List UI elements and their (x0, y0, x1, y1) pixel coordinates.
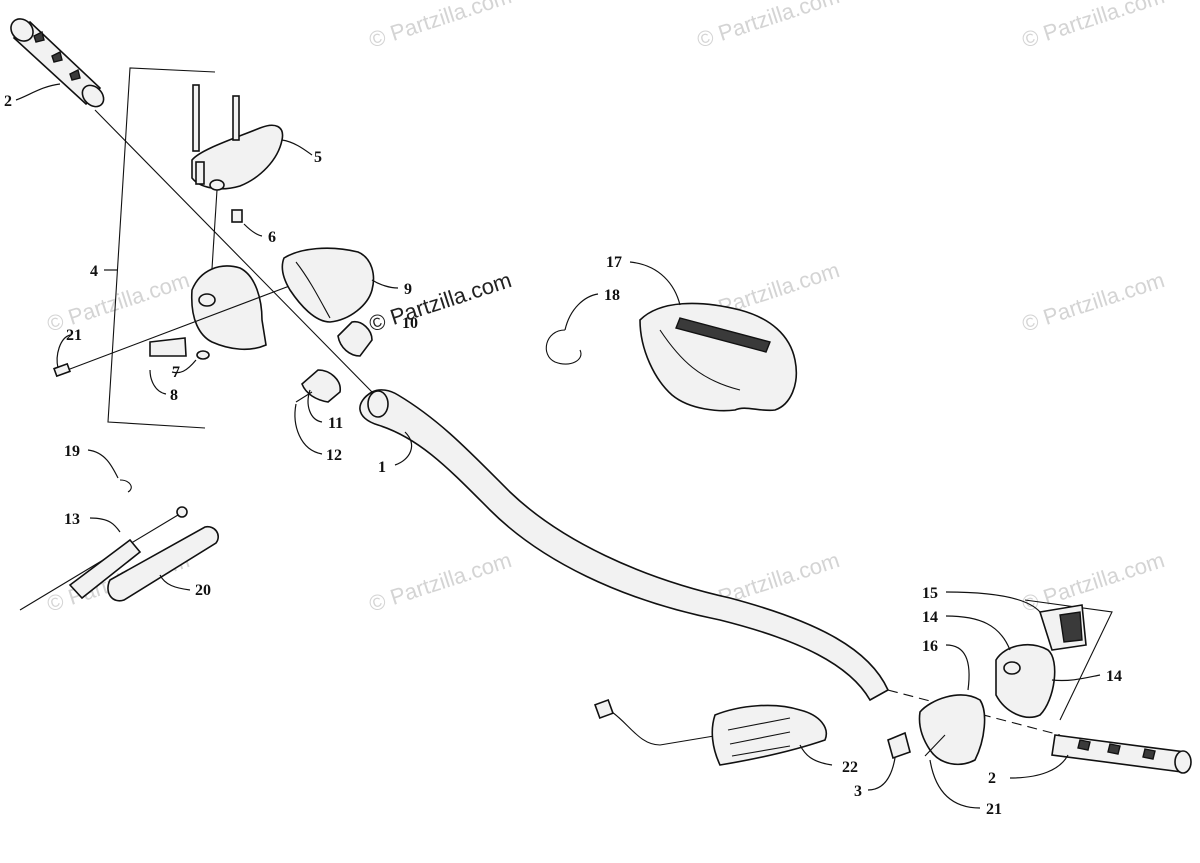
callout-12: 12 (326, 447, 342, 464)
heater-element (594, 699, 827, 766)
clip-part (231, 209, 243, 223)
callout-21: 21 (986, 801, 1002, 818)
callout-1: 1 (378, 459, 386, 476)
watermark-text: © Partzilla.com (694, 0, 843, 53)
cable-assembly (19, 479, 220, 611)
callout-labels: 2 5 6 4 9 10 21 7 8 11 12 1 19 13 20 17 … (4, 93, 1122, 818)
callout-21: 21 (66, 327, 82, 344)
screw-part (53, 281, 301, 378)
callout-20: 20 (195, 582, 211, 599)
callout-17: 17 (606, 254, 622, 271)
right-grip (1051, 734, 1192, 774)
switch-body (301, 369, 341, 403)
leader-lines (15, 83, 1101, 809)
switch-part (337, 320, 373, 357)
assembly-axis (94, 109, 373, 393)
callout-10: 10 (402, 315, 418, 332)
throttle-housing (149, 265, 267, 360)
callout-7: 7 (172, 364, 180, 381)
callout-9: 9 (404, 281, 412, 298)
callout-5: 5 (314, 149, 322, 166)
switch-pad-bracket (1024, 599, 1113, 721)
callout-8: 8 (170, 387, 178, 404)
assembly-bracket (107, 67, 216, 429)
control-housing (995, 644, 1056, 719)
throttle-lever (191, 84, 284, 191)
callout-14: 14 (922, 609, 938, 626)
watermark-text: © Partzilla.com (1019, 267, 1168, 337)
clamp-ring (545, 329, 582, 365)
cover-part (281, 247, 375, 323)
callout-11: 11 (328, 415, 343, 432)
callout-4: 4 (90, 263, 98, 280)
watermark-text: © Partzilla.com (1019, 547, 1168, 617)
watermark-center: © Partzilla.com (366, 267, 515, 337)
callout-6: 6 (268, 229, 276, 246)
callout-3: 3 (854, 783, 862, 800)
hand-guard (639, 302, 797, 412)
callout-19: 19 (64, 443, 80, 460)
callout-22: 22 (842, 759, 858, 776)
callout-15: 15 (922, 585, 938, 602)
callout-2: 2 (4, 93, 12, 110)
callout-2: 2 (988, 770, 996, 787)
callout-14: 14 (1106, 668, 1122, 685)
callout-16: 16 (922, 638, 938, 655)
watermark-text: © Partzilla.com (366, 0, 515, 53)
callout-18: 18 (604, 287, 620, 304)
watermark-text: © Partzilla.com (1019, 0, 1168, 53)
end-plug (887, 731, 911, 760)
callout-13: 13 (64, 511, 80, 528)
mounting-plate (918, 694, 986, 766)
left-grip (10, 18, 105, 108)
watermark-text: © Partzilla.com (366, 547, 515, 617)
